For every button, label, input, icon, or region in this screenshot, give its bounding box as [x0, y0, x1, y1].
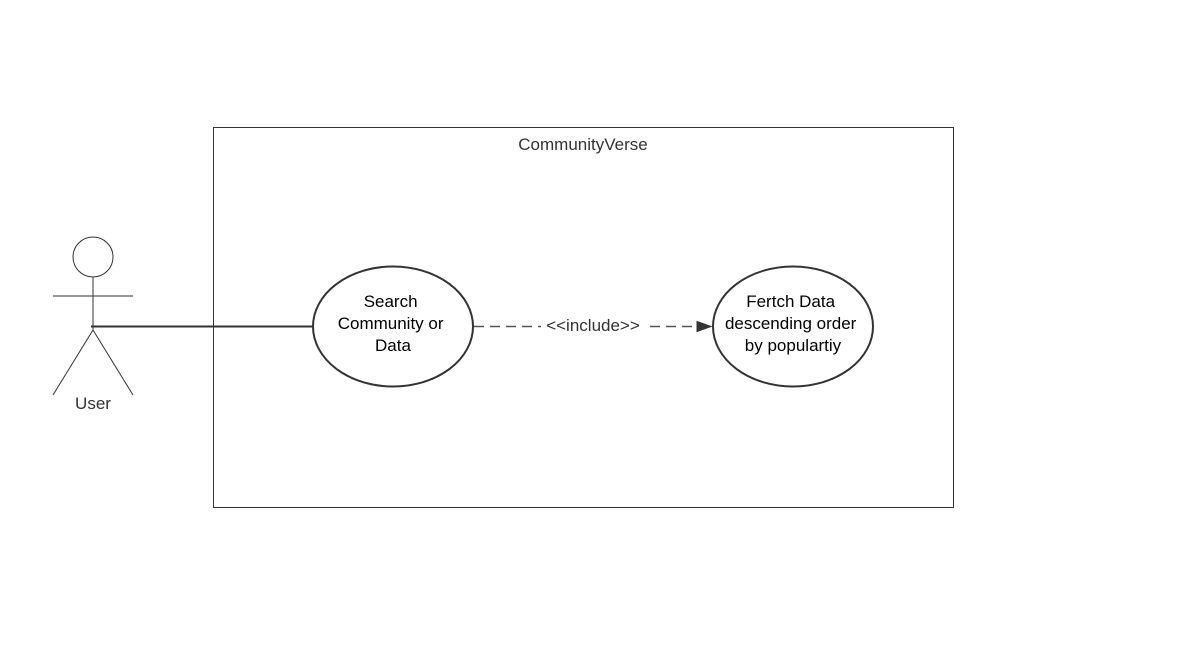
- system-title: CommunityVerse: [518, 135, 647, 154]
- usecase-search-line-3: Data: [375, 336, 411, 355]
- system-boundary: CommunityVerse: [213, 127, 954, 508]
- usecase-search-line-2: Community or: [338, 314, 444, 333]
- usecase-search[interactable]: Search Community or Data: [312, 265, 474, 388]
- usecase-search-label: Search Community or Data: [338, 292, 449, 355]
- include-label: <<include>>: [546, 316, 640, 335]
- actor-left-leg: [52, 329, 94, 396]
- usecase-fetch-ellipse: [712, 265, 874, 388]
- actor-head: [72, 236, 114, 278]
- include-arrowhead: [696, 320, 713, 333]
- usecase-fetch[interactable]: Fertch Data descending order by populart…: [712, 265, 874, 388]
- actor-user[interactable]: User: [52, 236, 134, 413]
- actor-right-leg: [92, 329, 134, 396]
- usecase-search-line-1: Search: [364, 292, 418, 311]
- usecase-fetch-label: Fertch Data descending order by populart…: [725, 292, 861, 355]
- usecase-fetch-line-1: Fertch Data: [746, 292, 835, 311]
- include-relationship: <<include>>: [474, 314, 713, 336]
- actor-label: User: [75, 394, 111, 413]
- usecase-fetch-line-3: by populartiy: [745, 336, 842, 355]
- usecase-fetch-line-2: descending order: [725, 314, 857, 333]
- usecase-search-ellipse: [312, 265, 474, 388]
- system-boundary-box: [213, 127, 954, 508]
- include-label-background: [541, 314, 645, 336]
